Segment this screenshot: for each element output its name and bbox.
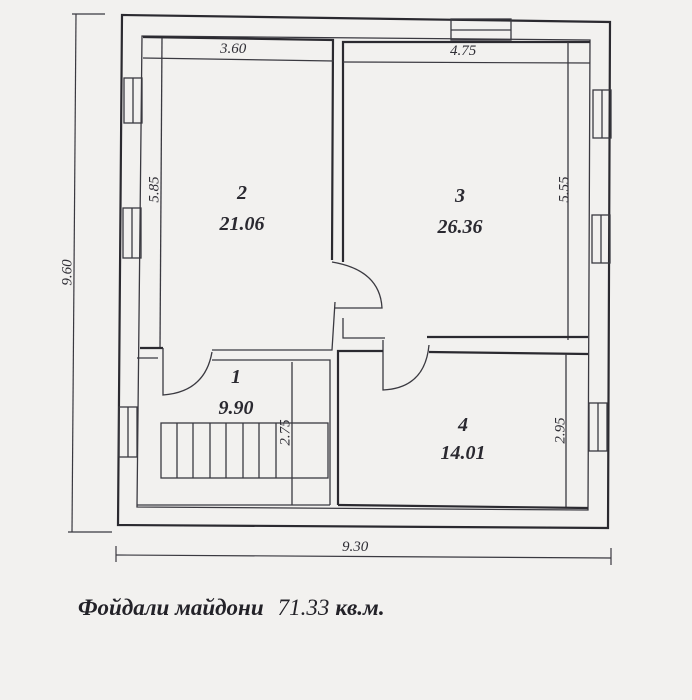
- window-left-3: [118, 406, 138, 458]
- window-right-1: [592, 89, 612, 139]
- usable-area-unit: кв.м.: [335, 595, 385, 620]
- door-swing-room-4: [382, 340, 430, 391]
- room-4-area: 14.01: [440, 442, 486, 464]
- room-2-width-label: 3.60: [220, 41, 247, 57]
- room-3-area: 26.36: [437, 216, 483, 238]
- stair-treads: [176, 423, 277, 478]
- window-right-3: [588, 402, 608, 452]
- room-3-width-label: 4.75: [450, 43, 477, 59]
- room-1-number: 1: [231, 366, 241, 388]
- room-2-number: 2: [237, 182, 247, 204]
- window-left-1: [123, 77, 143, 124]
- usable-area-label: Фойдали майдони: [78, 595, 264, 620]
- room-3-number: 3: [455, 185, 465, 207]
- room-4-number: 4: [458, 414, 468, 436]
- overall-width-dimension-line: [115, 546, 612, 565]
- overall-width-label: 9.30: [342, 539, 369, 555]
- door-swing-room-3: [331, 261, 383, 309]
- stairs: [160, 422, 329, 479]
- room-1-walls: [137, 357, 331, 506]
- room-4-height-label: 2.95: [552, 417, 569, 444]
- overall-height-label: 9.60: [59, 259, 76, 286]
- room-2-area: 21.06: [219, 213, 265, 235]
- outer-wall: [116, 13, 612, 530]
- room-2-height-label: 5.85: [146, 176, 163, 203]
- room-1-area: 9.90: [218, 397, 254, 419]
- door-swing-room-1: [162, 348, 213, 396]
- window-left-2: [122, 207, 142, 259]
- room-4-walls: [336, 349, 589, 510]
- room-3-walls: [341, 40, 591, 340]
- overall-height-dimension-line: [68, 13, 112, 533]
- window-right-2: [591, 214, 611, 264]
- room-1-dimension-label: 2.75: [277, 419, 294, 446]
- room-3-height-label: 5.55: [556, 176, 573, 203]
- usable-area-value: 71.33: [277, 595, 330, 620]
- room-2-walls: [140, 35, 336, 351]
- chimney-vent: [450, 18, 512, 41]
